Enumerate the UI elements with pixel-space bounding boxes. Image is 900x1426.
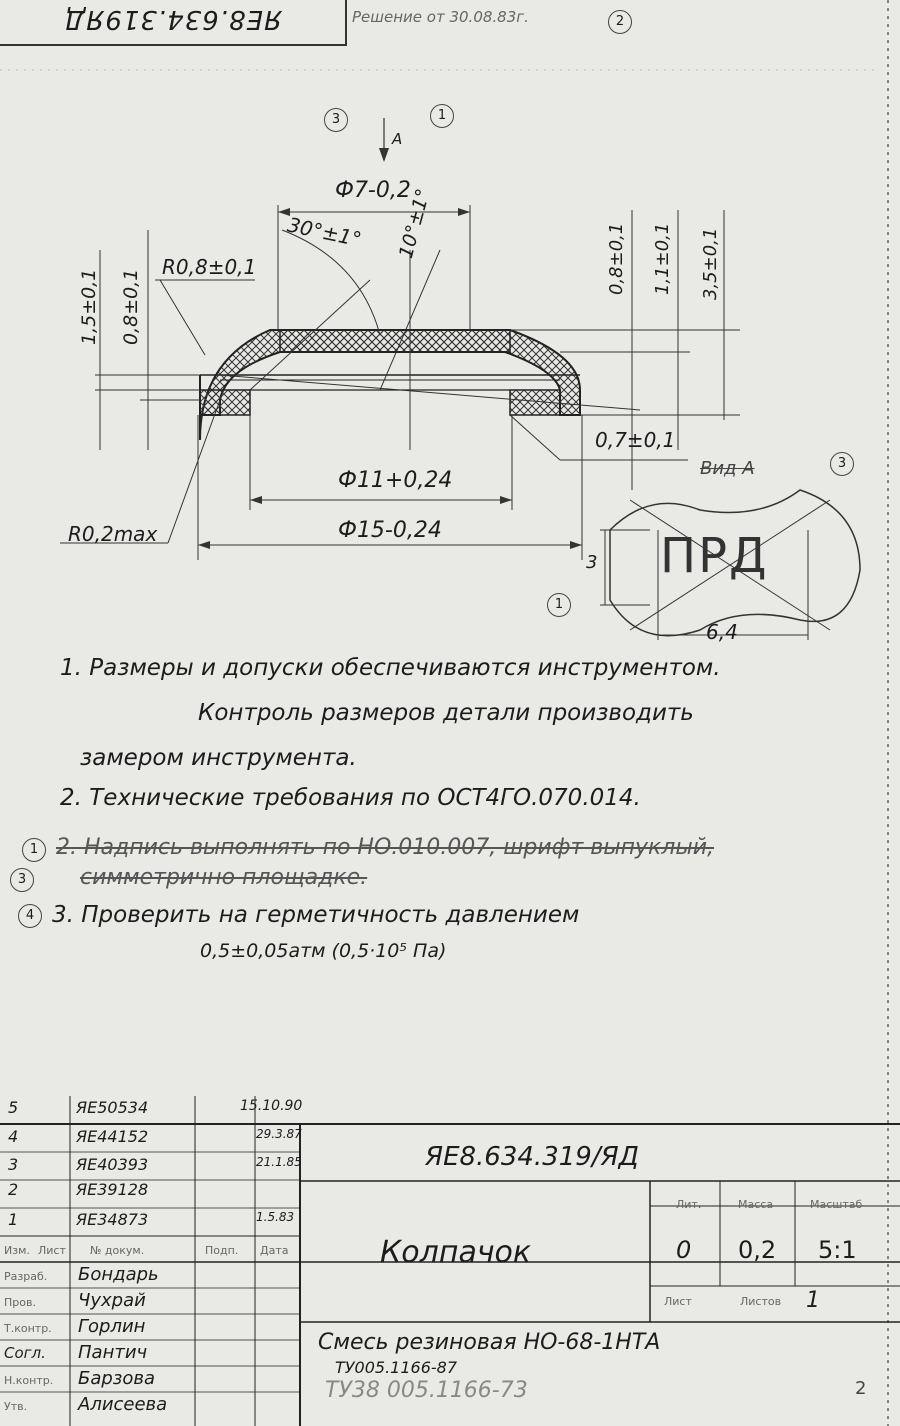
cap-left-lip — [199, 389, 251, 416]
stamp-code: ЯЕ8.634.319ЯД — [63, 4, 283, 34]
title-block-grid — [0, 1096, 900, 1426]
circled-mark-2: 2 — [608, 10, 632, 34]
mark-outline — [609, 489, 861, 637]
hdr-sheet: Лист — [664, 1295, 692, 1308]
note-1a: 1. Размеры и допуски обеспечиваются инст… — [60, 655, 721, 681]
mark-width: 6,4 — [706, 620, 738, 644]
callout-1-top: 1 — [430, 104, 454, 128]
rev-row-3-doc: ЯЕ40393 — [76, 1155, 149, 1174]
view-arrow-label: А — [392, 130, 403, 148]
person-3: Горлин — [78, 1316, 146, 1337]
dim-h15: 1,5±0,1 — [78, 268, 100, 345]
dim-dia7: Ф7-0,2 — [335, 178, 411, 203]
role-2: Пров. — [4, 1296, 36, 1309]
hdr-lit: Лит. — [676, 1198, 702, 1211]
decision-note: Решение от 30.08.83г. — [352, 8, 529, 26]
part-name: Колпачок — [380, 1235, 532, 1270]
hdr-mass: Масса — [738, 1198, 774, 1211]
note-3: 3. Проверить на герметичность давлением — [52, 902, 580, 928]
rev-row-3-date: 21.1.85 — [256, 1155, 302, 1169]
note-3b: 0,5±0,05атм (0,5·10⁵ Па) — [200, 940, 447, 962]
callout-3-right: 3 — [830, 452, 854, 476]
role-5: Н.контр. — [4, 1374, 54, 1387]
person-2: Чухрай — [78, 1290, 146, 1311]
rev-row-5-doc: ЯЕ50534 — [76, 1098, 149, 1117]
rev-row-4-doc: ЯЕ44152 — [76, 1127, 149, 1146]
rev-row-4-n: 4 — [8, 1127, 19, 1146]
rev-row-1-n: 1 — [8, 1210, 19, 1229]
role-6: Утв. — [4, 1400, 28, 1413]
rev-row-1-doc: ЯЕ34873 — [76, 1210, 149, 1229]
hdr-list: Лист — [38, 1244, 66, 1257]
rev-row-2-n: 2 — [8, 1180, 19, 1199]
callout-3: 3 — [324, 108, 348, 132]
hdr-sheets: Листов — [740, 1295, 782, 1308]
hdr-ndoc: № докум. — [90, 1244, 145, 1257]
part-drawing — [60, 118, 861, 640]
rev-row-4-date: 29.3.87 — [256, 1127, 302, 1141]
mass-value: 0,2 — [738, 1236, 777, 1264]
hdr-podp: Подп. — [205, 1244, 239, 1257]
dim-h35: 3,5±0,1 — [700, 227, 721, 300]
rev-row-5-date: 15.10.90 — [240, 1098, 303, 1114]
rev-row-1-date: 1.5.83 — [256, 1210, 295, 1224]
rotated-code-stamp: ЯЕ8.634.319ЯД — [0, 0, 347, 46]
dim-h08-left: 0,8±0,1 — [120, 268, 142, 345]
rev-row-3-n: 3 — [8, 1155, 19, 1174]
dim-h11: 1,1±0,1 — [652, 222, 673, 295]
lit-value: 0 — [676, 1236, 692, 1264]
dim-dia11: Ф11+0,24 — [338, 468, 453, 493]
view-label: Вид А — [700, 458, 755, 479]
role-3: Т.контр. — [4, 1322, 52, 1335]
material-line-old: ТУ38 005.1166-73 — [325, 1378, 528, 1403]
hdr-data: Дата — [260, 1244, 289, 1257]
designation: ЯЕ8.634.319/ЯД — [425, 1142, 639, 1172]
cap-top-hatch — [279, 329, 511, 353]
scale-value: 5:1 — [818, 1236, 857, 1264]
rev-row-5-n: 5 — [8, 1098, 19, 1117]
callout-1-bottom: 1 — [547, 593, 571, 617]
dim-dia15: Ф15-0,24 — [338, 518, 442, 543]
mark-text: ПРД — [660, 528, 769, 584]
role-4: Согл. — [4, 1344, 46, 1362]
note-mark-1: 1 — [22, 838, 46, 862]
note-mark-3: 3 — [10, 868, 34, 892]
note-1b: Контроль размеров детали производить — [198, 700, 694, 726]
dim-r02: R0,2max — [68, 522, 158, 546]
rev-row-2-doc: ЯЕ39128 — [76, 1180, 149, 1199]
dim-h08-right: 0,8±0,1 — [606, 222, 627, 295]
role-1: Разраб. — [4, 1270, 48, 1283]
mark-height: 3 — [586, 552, 598, 573]
person-6: Алисеева — [78, 1394, 168, 1415]
material-line-1: Смесь резиновая НО-68-1НТА — [318, 1330, 661, 1355]
hdr-izm: Изм. — [4, 1244, 30, 1257]
material-line-2: ТУ005.1166-87 — [335, 1358, 457, 1377]
note-struck-2: симметрично площадке. — [80, 865, 368, 890]
person-5: Барзова — [78, 1368, 156, 1389]
hdr-scale: Масштаб — [810, 1198, 863, 1211]
note-2: 2. Технические требования по ОСТ4ГО.070.… — [60, 785, 641, 811]
page-number: 2 — [855, 1378, 867, 1399]
person-1: Бондарь — [78, 1264, 159, 1285]
dim-r08: R0,8±0,1 — [162, 255, 257, 279]
note-1c: замером инструмента. — [80, 745, 357, 771]
note-mark-4: 4 — [18, 904, 42, 928]
note-struck-1: 2. Надпись выполнять по НО.010.007, шриф… — [56, 835, 715, 860]
dim-t07: 0,7±0,1 — [595, 428, 676, 452]
person-4: Пантич — [78, 1342, 148, 1363]
sheets-value: 1 — [806, 1288, 820, 1313]
